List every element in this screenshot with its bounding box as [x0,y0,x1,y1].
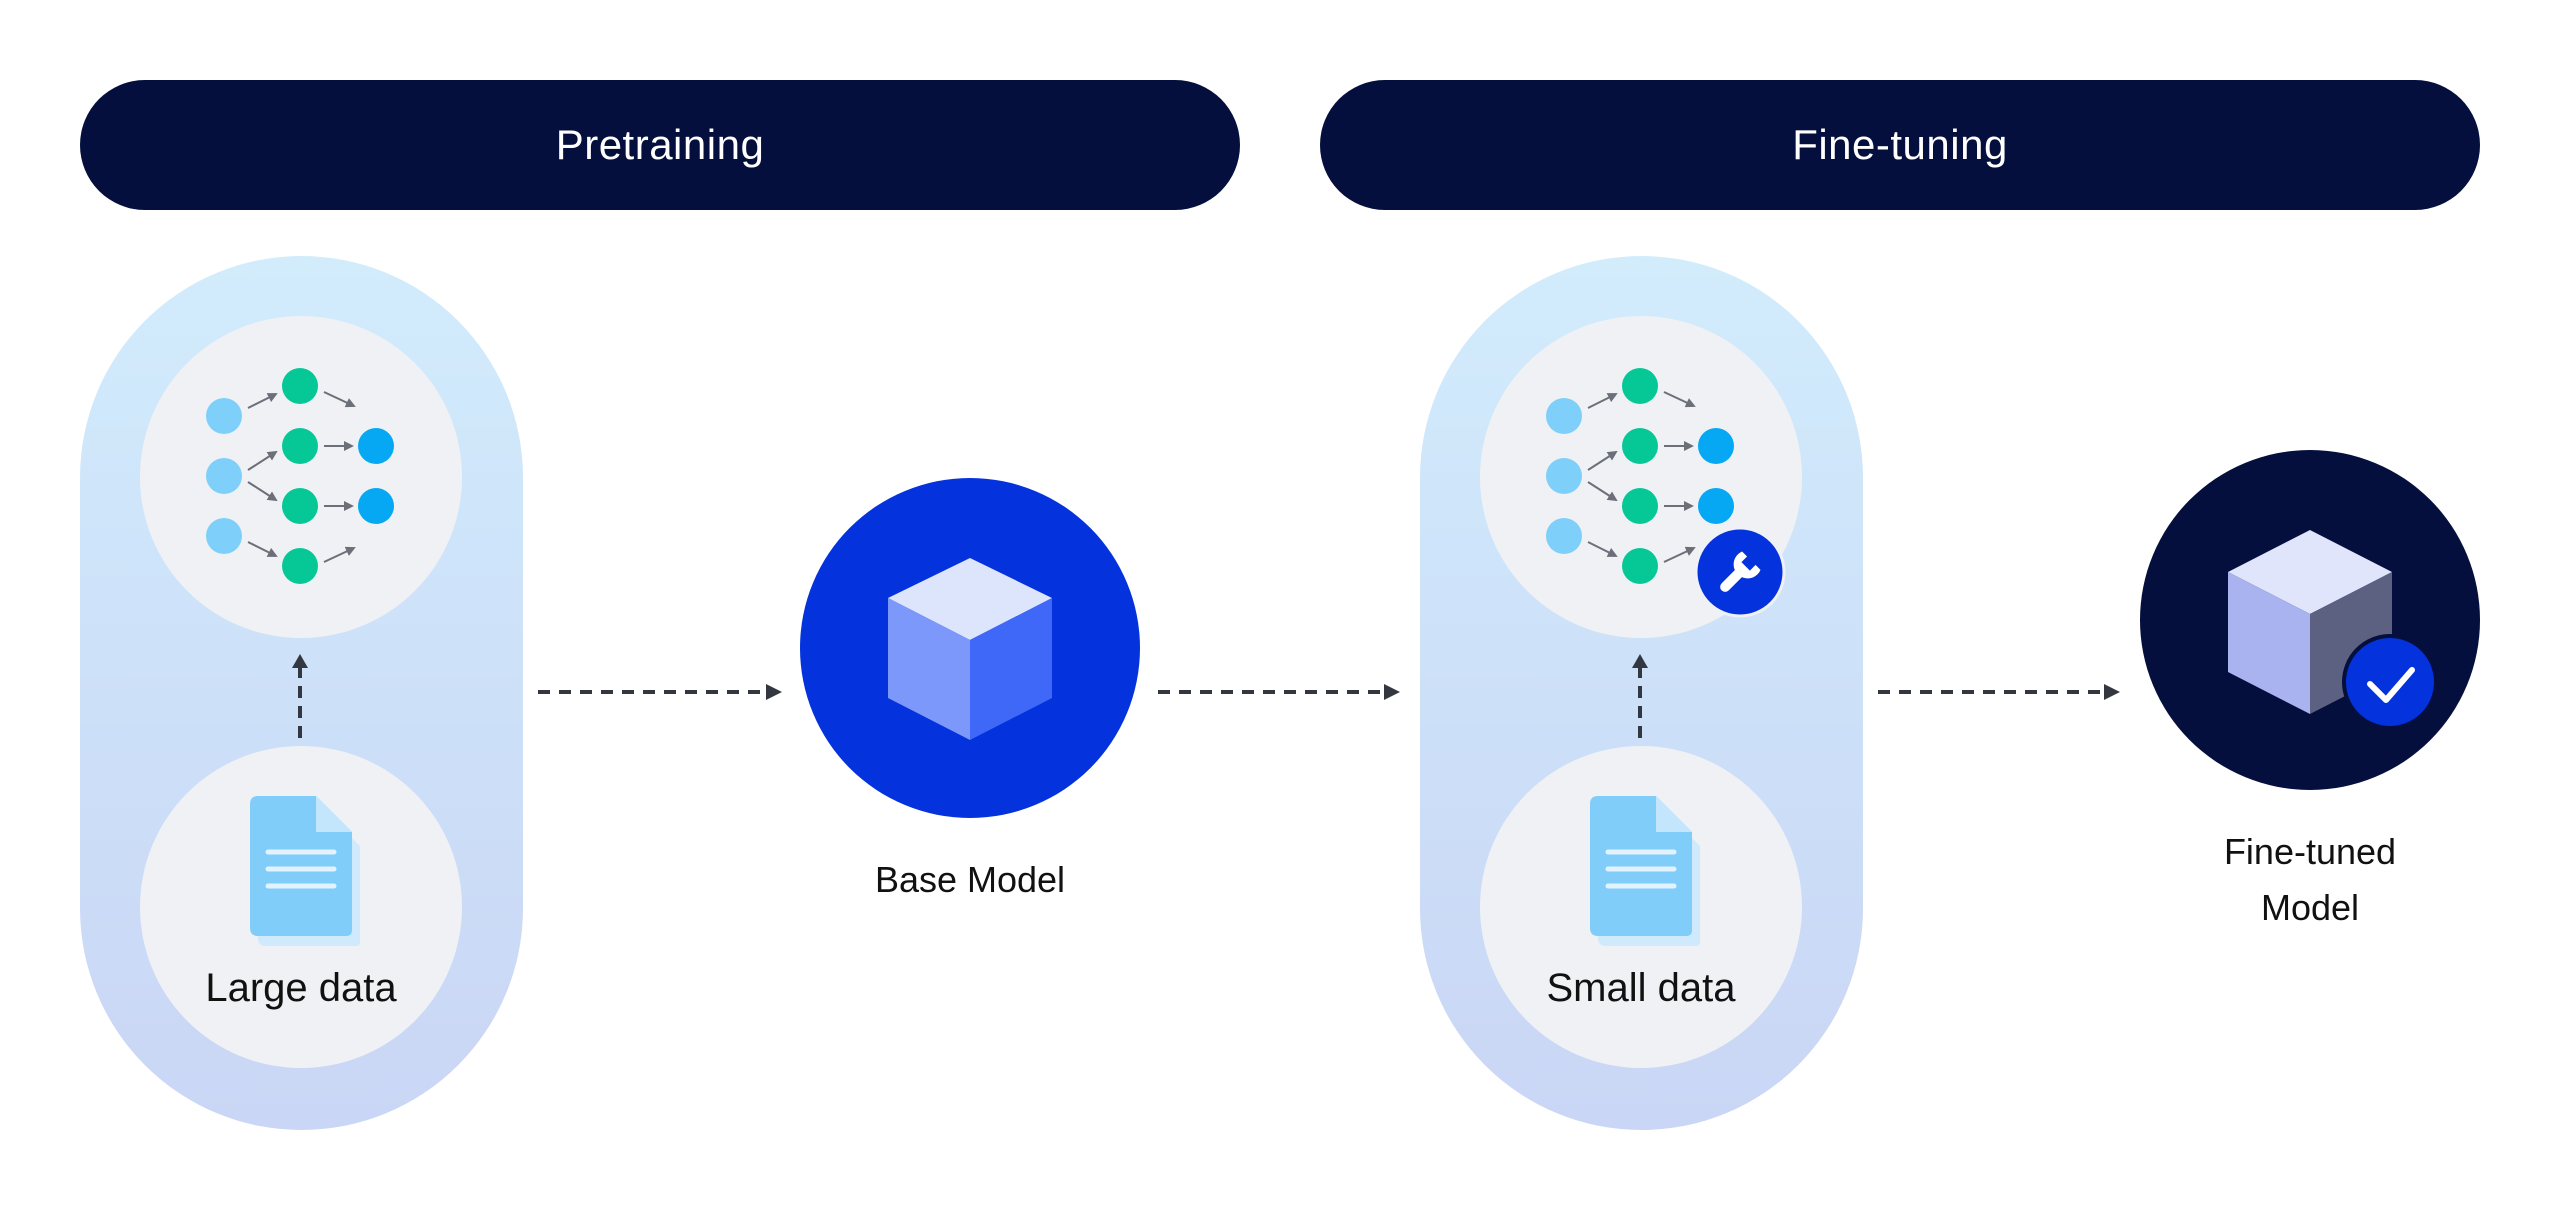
check-icon [2342,634,2438,730]
flow-arrow [1878,684,2120,700]
upward-arrow [292,654,308,738]
flow-arrow [1158,684,1400,700]
document-icon [1590,796,1700,946]
fine-tuned-model-label: Fine-tuned Model [2160,824,2460,936]
large-data-label: Large data [205,966,397,1010]
fine-tuned-model-node [2140,450,2480,790]
base-model-node [800,478,1140,818]
flow-arrow [538,684,782,700]
upward-arrow [1632,654,1648,738]
finetuning-title: Fine-tuning [1792,121,2008,168]
pretraining-header: Pretraining [80,80,1240,210]
document-icon [250,796,360,946]
base-model-label: Base Model [874,859,1066,900]
cube-icon [888,558,1052,740]
wrench-icon [1694,526,1786,618]
pretraining-title: Pretraining [555,121,765,168]
fine-tuned-label-line1: Fine-tuned [2223,831,2397,872]
finetuning-header: Fine-tuning [1320,80,2480,210]
small-data-label: Small data [1546,966,1736,1010]
cube-icon [2228,530,2392,714]
neural-network-icon [1546,368,1734,584]
fine-tuned-label-line2: Model [2260,887,2360,928]
neural-network-icon [206,368,394,584]
